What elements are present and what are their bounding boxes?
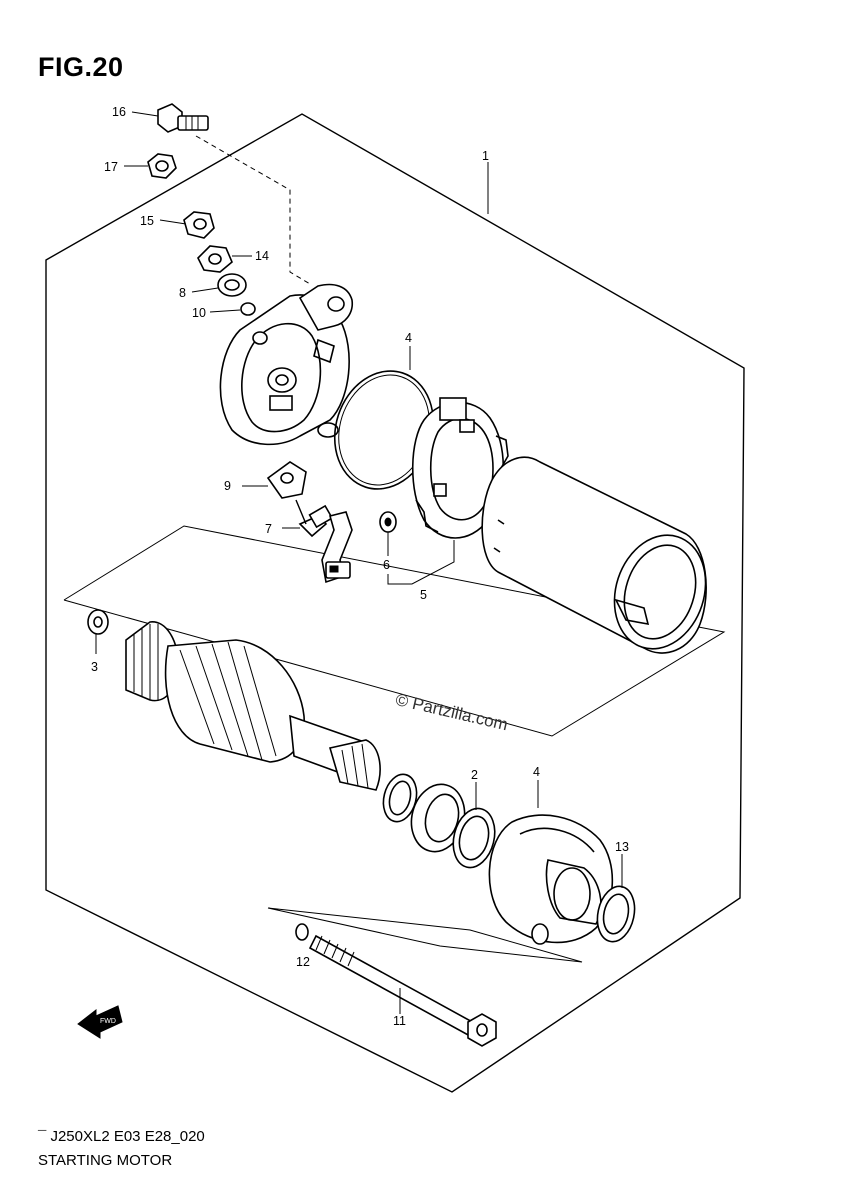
callout-10: 10: [192, 306, 206, 320]
yoke-field-case: [481, 456, 707, 654]
bushing-6: [379, 511, 397, 533]
callout-8: 8: [179, 286, 186, 300]
callout-1: 1: [482, 149, 489, 163]
diagram-caption: STARTING MOTOR: [38, 1152, 173, 1169]
bolt-group-outline: [267, 907, 583, 963]
terminal-plate-9: [266, 461, 307, 499]
armature: [125, 621, 381, 791]
bolt-leader-dashed: [195, 135, 311, 285]
brush-plate-5: [411, 397, 509, 539]
armature-group-outline: [63, 525, 726, 737]
callout-17: 17: [104, 160, 118, 174]
brush-holder-7: [295, 499, 353, 584]
callout-2: 2: [471, 768, 478, 782]
diagram-code: ¯ J250XL2 E03 E28_020: [38, 1128, 205, 1145]
callout-5: 5: [420, 588, 427, 602]
figure-title: FIG.20: [38, 52, 124, 82]
seal-13: [596, 885, 636, 943]
callout-4-lower: 4: [533, 765, 540, 779]
insulator-8: [217, 273, 247, 297]
callout-12: 12: [296, 955, 310, 969]
callout-9: 9: [224, 479, 231, 493]
washer-14: [197, 245, 233, 273]
callout-7: 7: [265, 522, 272, 536]
o-ring-12: [295, 923, 309, 941]
callout-6: 6: [383, 558, 390, 572]
o-ring-10: [240, 302, 256, 316]
callout-11: 11: [393, 1014, 406, 1028]
through-bolt-11: [308, 934, 497, 1047]
washer-3: [87, 609, 109, 635]
callout-4-upper: 4: [405, 331, 412, 345]
fwd-label: FWD: [100, 1018, 116, 1025]
fwd-arrow-icon: FWD: [77, 1005, 123, 1039]
o-ring-2: [452, 807, 496, 869]
assembly-outline: [45, 113, 745, 1093]
callout-13: 13: [615, 840, 629, 854]
nut-17: [147, 153, 177, 179]
rear-housing: [219, 283, 354, 446]
callout-16: 16: [112, 105, 126, 119]
callout-15: 15: [140, 214, 154, 228]
bolt-16: [157, 103, 209, 133]
callout-3: 3: [91, 660, 98, 674]
front-housing: [488, 814, 614, 945]
leader-lines: [95, 111, 623, 1014]
nut-15: [183, 211, 215, 239]
callout-14: 14: [255, 249, 269, 263]
seal-ring: [382, 773, 418, 823]
